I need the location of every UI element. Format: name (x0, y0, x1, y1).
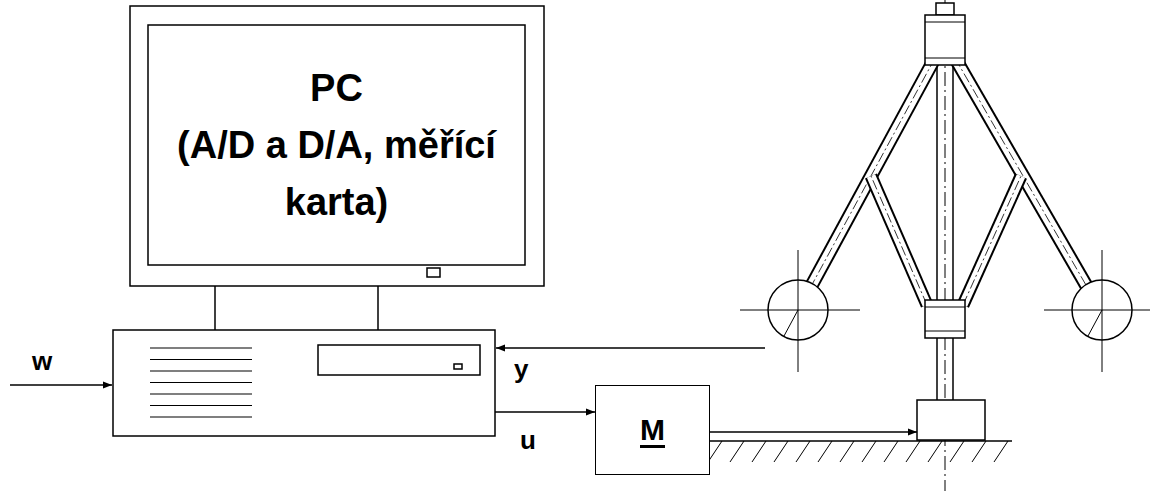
screen-text-area: PC(A/D a D/A, měřící karta) (148, 25, 525, 265)
shaft (936, 65, 938, 400)
signal-name: u (518, 425, 538, 455)
top-collar (925, 15, 965, 65)
motor-symbol: M (640, 413, 665, 447)
ground-hatch (708, 441, 1008, 462)
screen-text: (A/D a D/A, měřící karta) (167, 117, 507, 231)
signal-name: w (30, 346, 54, 376)
flyball (1044, 250, 1150, 372)
ground-line (700, 440, 1012, 442)
motor-box: M (595, 385, 710, 475)
signal-name: y (512, 354, 530, 384)
input-arrow (10, 384, 112, 386)
flyball (740, 250, 860, 372)
feedback-arrow (496, 347, 765, 349)
drive-arrow (710, 431, 917, 433)
top-knob (936, 3, 954, 15)
pc-station: PC(A/D a D/A, měřící karta) (112, 5, 545, 437)
shaft (952, 65, 954, 400)
sliding-collar (925, 300, 965, 338)
screen-heading: PC (310, 60, 363, 117)
base-bearing (917, 400, 985, 440)
signal-connector (495, 411, 595, 413)
governor-arms (808, 58, 1090, 305)
